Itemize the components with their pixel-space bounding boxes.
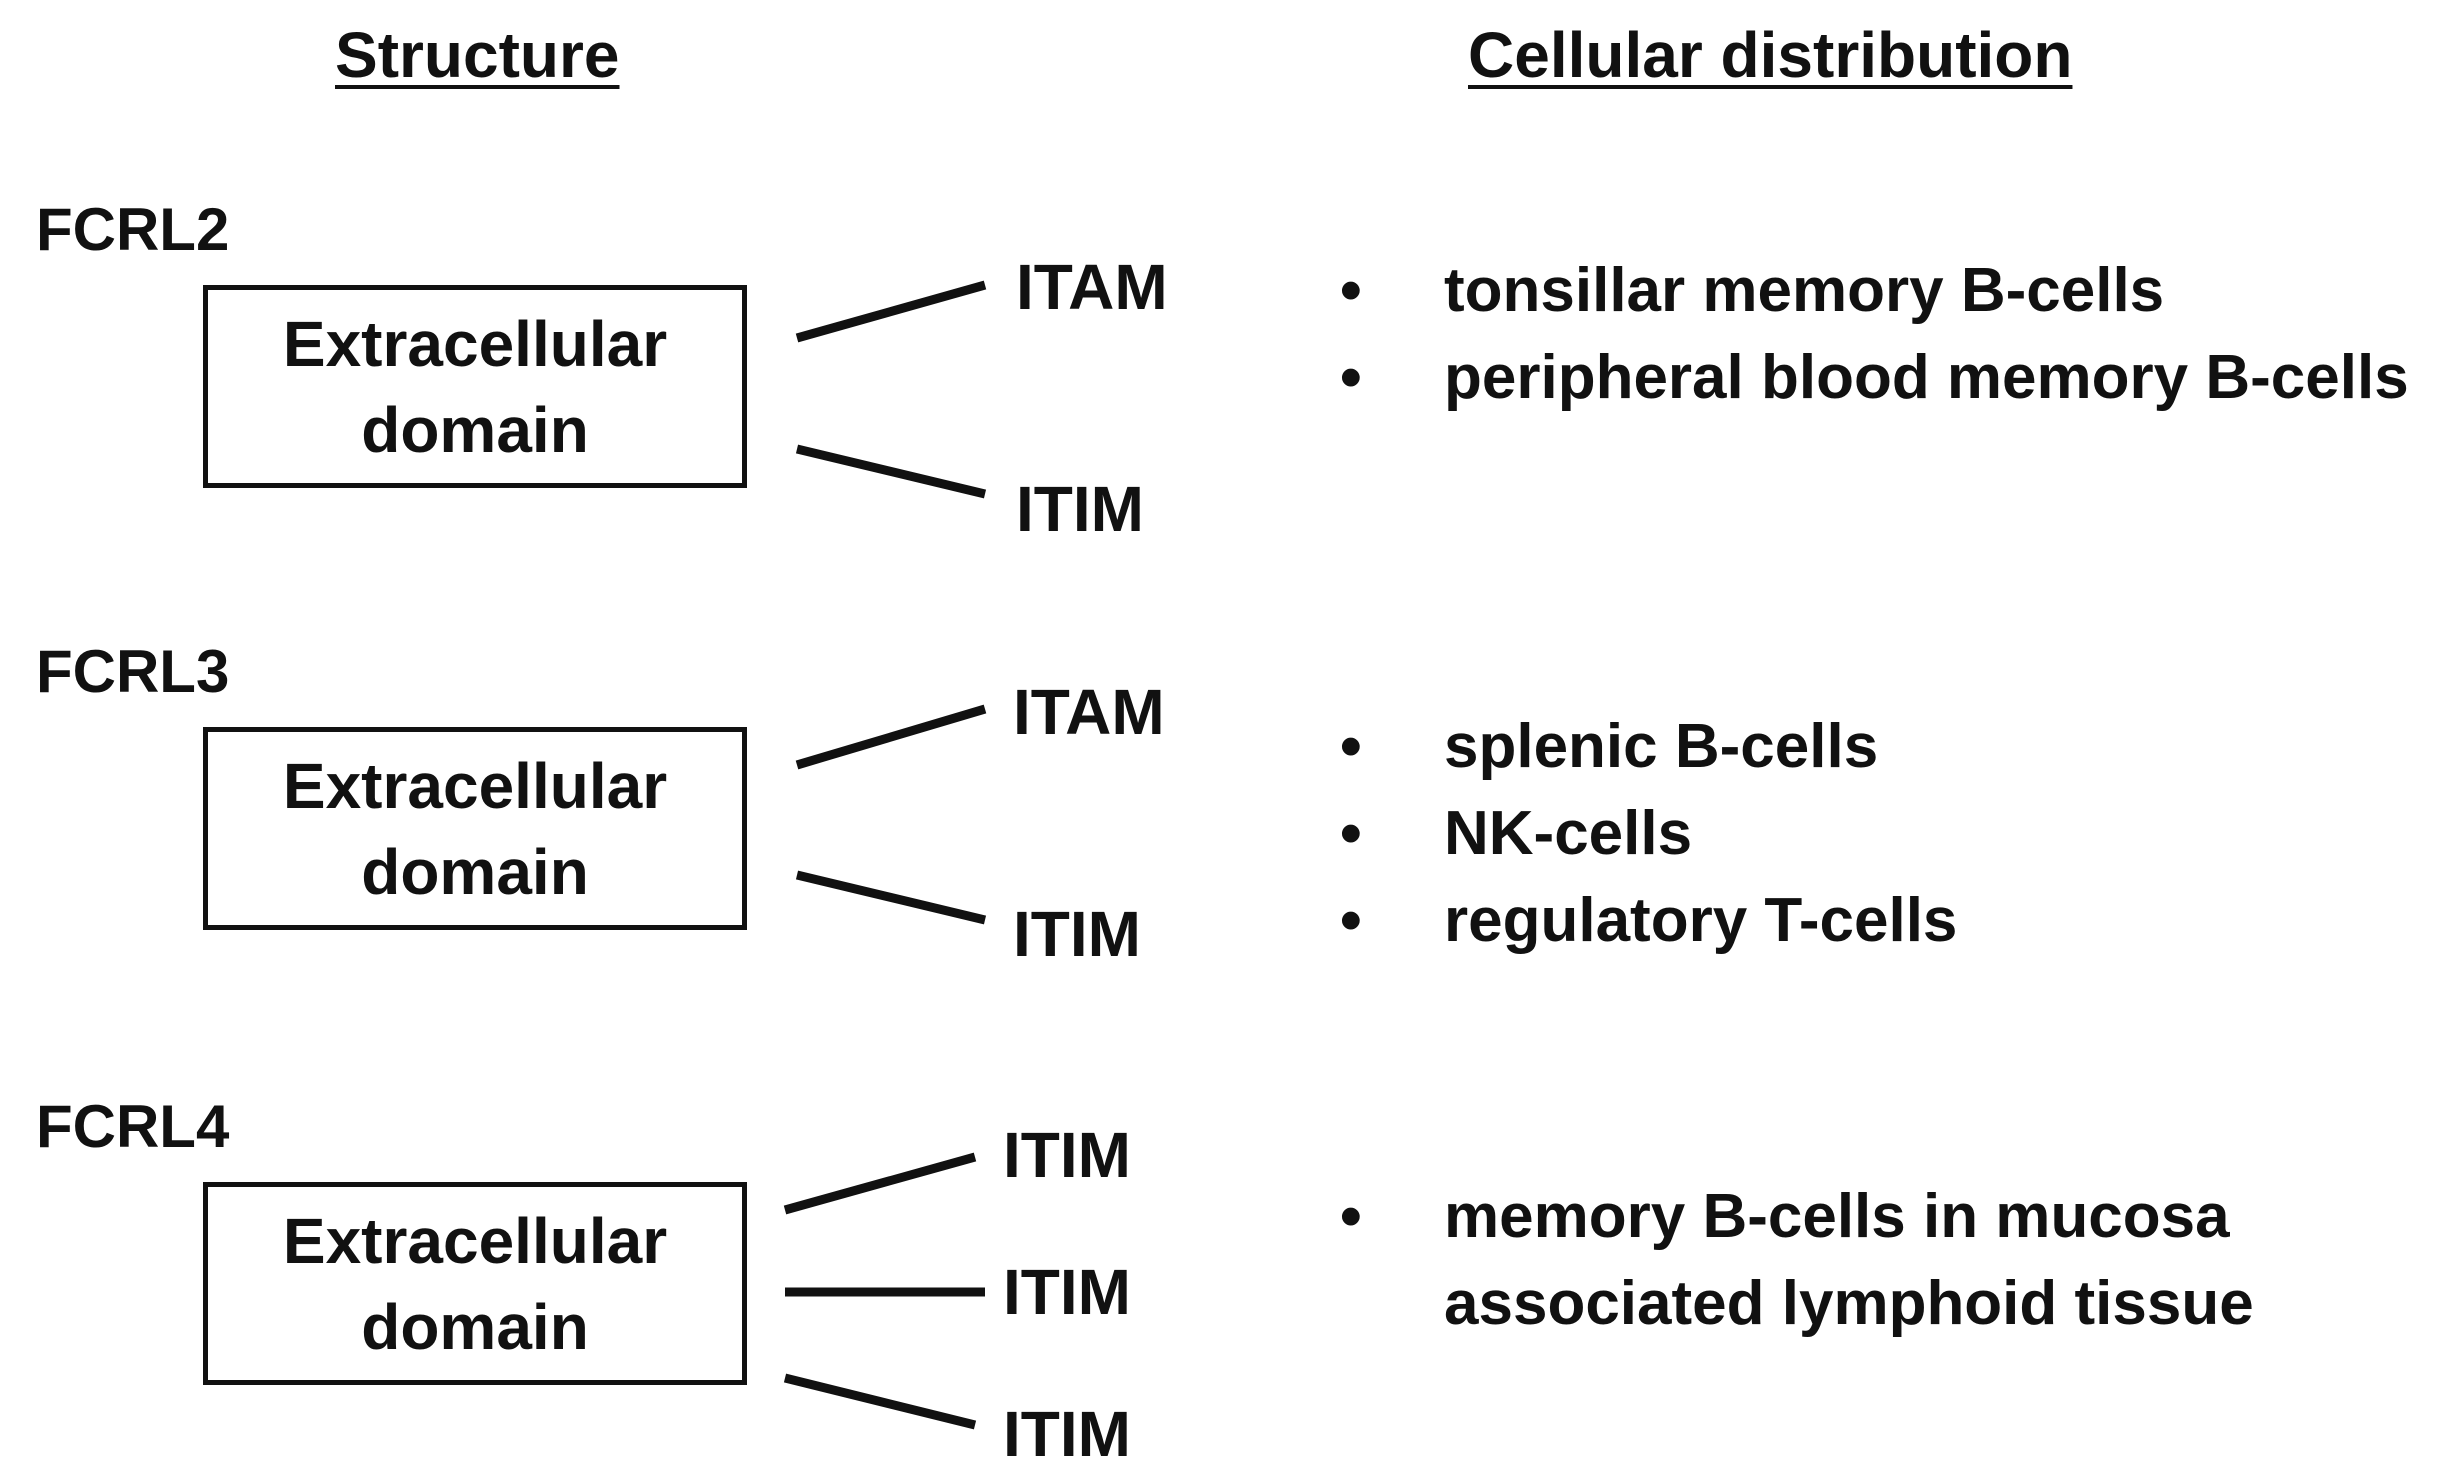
distribution-item-continuation: associated lymphoid tissue xyxy=(1444,1269,2254,1338)
motif-label-fcrl2-itim: ITIM xyxy=(1016,473,1144,545)
distribution-item: peripheral blood memory B-cells xyxy=(1340,334,2409,421)
cellular-distribution-header: Cellular distribution xyxy=(1468,19,2073,91)
receptor-label-fcrl4: FCRL4 xyxy=(36,1093,230,1160)
motif-label-fcrl4-itim-2: ITIM xyxy=(1003,1256,1131,1328)
extracellular-domain-box-fcrl4: Extracellular domain xyxy=(203,1182,747,1385)
distribution-list-fcrl2: tonsillar memory B-cells peripheral bloo… xyxy=(1340,247,2409,421)
domain-label-line2: domain xyxy=(361,1290,589,1363)
distribution-item: tonsillar memory B-cells xyxy=(1340,247,2409,334)
distribution-list-fcrl4: memory B-cells in mucosa associated lymp… xyxy=(1340,1173,2254,1347)
fcrl4-itim3-connector xyxy=(783,1373,977,1430)
distribution-item: memory B-cells in mucosa xyxy=(1340,1173,2254,1260)
receptor-label-fcrl3: FCRL3 xyxy=(36,638,230,705)
motif-label-fcrl3-itim: ITIM xyxy=(1013,898,1141,970)
fcrl3-itim-connector xyxy=(795,870,987,925)
domain-label-line1: Extracellular xyxy=(282,749,668,822)
domain-label-line1: Extracellular xyxy=(282,307,668,380)
receptor-label-fcrl2: FCRL2 xyxy=(36,196,230,263)
extracellular-domain-box-fcrl3: Extracellular domain xyxy=(203,727,747,930)
distribution-item: regulatory T-cells xyxy=(1340,877,1957,964)
fcrl2-itim-connector xyxy=(795,444,987,499)
domain-label-line2: domain xyxy=(361,835,589,908)
fcrl4-itim1-connector xyxy=(783,1152,977,1215)
domain-label-line2: domain xyxy=(361,393,589,466)
extracellular-domain-box-fcrl2: Extracellular domain xyxy=(203,285,747,488)
distribution-item: NK-cells xyxy=(1340,790,1957,877)
fcrl3-itam-connector xyxy=(795,704,987,770)
fcrl2-itam-connector xyxy=(795,280,987,343)
motif-label-fcrl2-itam: ITAM xyxy=(1016,251,1168,323)
motif-label-fcrl3-itam: ITAM xyxy=(1013,676,1165,748)
structure-header: Structure xyxy=(335,19,620,91)
motif-label-fcrl4-itim-1: ITIM xyxy=(1003,1119,1131,1191)
motif-label-fcrl4-itim-3: ITIM xyxy=(1003,1398,1131,1470)
distribution-item: splenic B-cells xyxy=(1340,703,1957,790)
distribution-list-fcrl3: splenic B-cells NK-cells regulatory T-ce… xyxy=(1340,703,1957,964)
domain-label-line1: Extracellular xyxy=(282,1204,668,1277)
